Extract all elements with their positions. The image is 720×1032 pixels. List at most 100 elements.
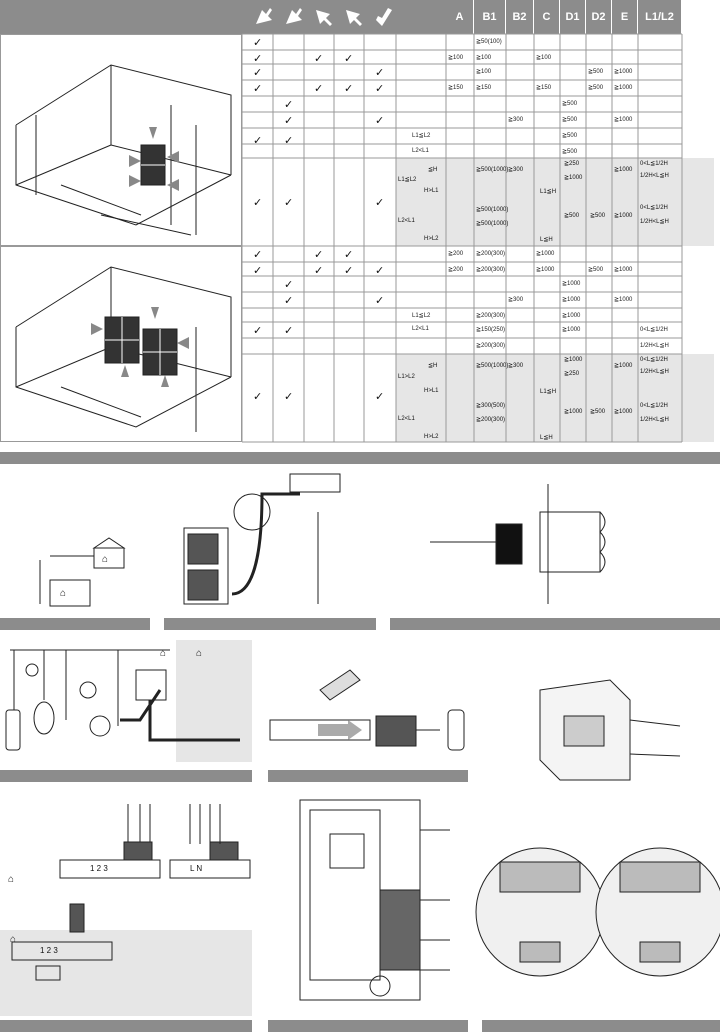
check-icon: ✓ [314, 83, 324, 95]
table-cell: ≧100 [448, 55, 464, 61]
u1-label-l1l2: L1≦L2 [398, 177, 417, 183]
check-icon: ✓ [284, 295, 294, 307]
table-cell: ≧300 [508, 297, 524, 303]
u1-lb: 1/2H<L≦H [640, 173, 669, 179]
check-icon: ✓ [375, 295, 385, 307]
shade-unit2-block [396, 354, 714, 442]
u1-d1b: ≧1000 [564, 175, 583, 181]
table-cell: ≧1000 [614, 117, 633, 123]
check-icon: ✓ [375, 265, 385, 277]
check-icon: ✓ [375, 391, 385, 403]
u1-d1c: ≧500 [564, 213, 580, 219]
table-cell: ≧1000 [614, 297, 633, 303]
check-icon: ✓ [253, 67, 263, 79]
section-bar-1 [0, 452, 720, 464]
u1-cross2: L≦H [540, 237, 553, 243]
column-header: B2 [506, 0, 534, 34]
check-icon: ✓ [375, 197, 385, 209]
check-icon: ✓ [284, 325, 294, 337]
u2-l2: 1/2H<L≦H [640, 369, 669, 375]
house-icon-5: ⌂ [8, 874, 15, 885]
u1-label-hl2: H>L2 [424, 236, 439, 242]
table-cell: ≧500 [562, 117, 578, 123]
house-icon-4: ⌂ [196, 648, 203, 659]
check-icon: ✓ [314, 265, 324, 277]
table-grid [241, 33, 683, 443]
table-cell: 0<L≦1/2H [640, 327, 668, 333]
section-bar-2b [164, 618, 376, 630]
table-cell: 1/2H<L≦H [640, 343, 669, 349]
u1-label-h: ≦H [428, 167, 438, 173]
table-cell: ≧200(300) [476, 343, 506, 349]
u2-lc: 0<L≦1/2H [640, 403, 668, 409]
check-icon: ✓ [253, 83, 263, 95]
u2-b1: ≧500(1000) [476, 363, 509, 369]
section-bar-2c [390, 618, 720, 630]
table-cell: ≧1000 [562, 313, 581, 319]
shade-section3 [176, 640, 252, 762]
table-cell: ≧1000 [536, 267, 555, 273]
u2-b2: ≧300 [508, 363, 524, 369]
u2-b1c: ≧200(300) [476, 417, 506, 423]
u1-label-l2l1: L2<L1 [398, 218, 415, 224]
table-cell: ≧100 [536, 55, 552, 61]
section-bar-4a [0, 1020, 252, 1032]
section3-illustrations [5, 649, 465, 751]
table-cell: ≧500 [562, 149, 578, 155]
wiring-panel-mid: L N [190, 864, 203, 873]
check-icon: ✓ [284, 99, 294, 111]
section2-illustrations [39, 473, 606, 607]
check-icon: ✓ [284, 115, 294, 127]
table-cell: ≧500 [588, 85, 604, 91]
table-cell: ≧150(250) [476, 327, 506, 333]
u2-ec: ≧1000 [614, 409, 633, 415]
table-header-arrows [242, 0, 396, 34]
unit2-illustration [0, 246, 242, 442]
section-bar-3b [268, 770, 468, 782]
table-cell: ≧200(300) [476, 313, 506, 319]
check-icon: ✓ [314, 53, 324, 65]
check-icon: ✓ [253, 135, 263, 147]
u2-l1: 0<L≦1/2H [640, 357, 668, 363]
column-header: A [446, 0, 474, 34]
check-icon: ✓ [284, 197, 294, 209]
table-cell: L1≦L2 [412, 133, 431, 139]
table-cell: ≧1000 [562, 327, 581, 333]
table-cell: ≧150 [536, 85, 552, 91]
section-bar-4b [268, 1020, 468, 1032]
u2-hl2: H>L2 [424, 434, 439, 440]
u1-d2c: ≧500 [590, 213, 606, 219]
check-icon: ✓ [253, 265, 263, 277]
table-cell: ≧100 [476, 69, 492, 75]
table-cell: ≧500 [588, 69, 604, 75]
check-icon: ✓ [344, 265, 354, 277]
house-icon-3: ⌂ [160, 648, 167, 659]
table-cell: L1≦L2 [412, 313, 431, 319]
section-bar-3a [0, 770, 252, 782]
u2-d2c: ≧500 [590, 409, 606, 415]
check-icon: ✓ [253, 197, 263, 209]
u2-d1: ≧1000 [564, 357, 583, 363]
table-cell: ≧500 [562, 133, 578, 139]
u2-ld: 1/2H<L≦H [640, 417, 669, 423]
column-header: B1 [474, 0, 506, 34]
section-bar-2a [0, 618, 150, 630]
detail-circles-illustration [475, 847, 720, 977]
table-cell: ≧1000 [536, 251, 555, 257]
table-header-blank [396, 0, 446, 34]
u2-d1b: ≧250 [564, 371, 580, 377]
table-cell: ≧300 [508, 117, 524, 123]
shade-wiring [0, 930, 252, 1016]
u1-d1a: ≧250 [564, 161, 580, 167]
table-cell: ≧1000 [562, 281, 581, 287]
table-cell: ≧1000 [614, 85, 633, 91]
table-cell: ≧150 [476, 85, 492, 91]
column-header: D1 [560, 0, 586, 34]
table-cell: ≧150 [448, 85, 464, 91]
unit-interior-illustration [299, 799, 450, 1001]
u1-b1b: ≧500(1000) [476, 207, 509, 213]
table-cell: ≧200(300) [476, 251, 506, 257]
unit1-illustration [0, 34, 242, 246]
table-cell: ≧1000 [562, 297, 581, 303]
u2-label-l2l1: L2<L1 [398, 416, 415, 422]
